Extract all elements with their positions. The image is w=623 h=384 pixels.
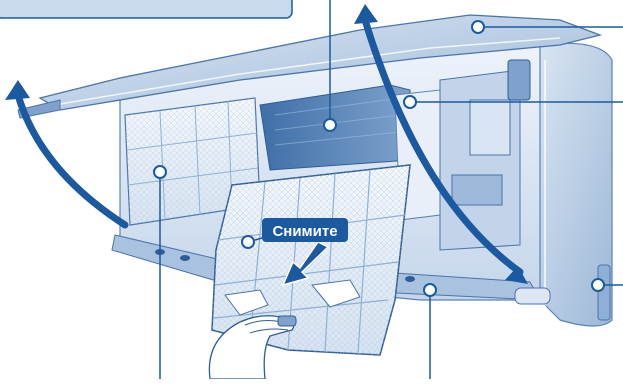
remove-label: Снимите	[272, 223, 337, 240]
side-vent	[598, 265, 610, 320]
top-left-label-box	[0, 0, 292, 18]
display-panel	[515, 288, 550, 304]
